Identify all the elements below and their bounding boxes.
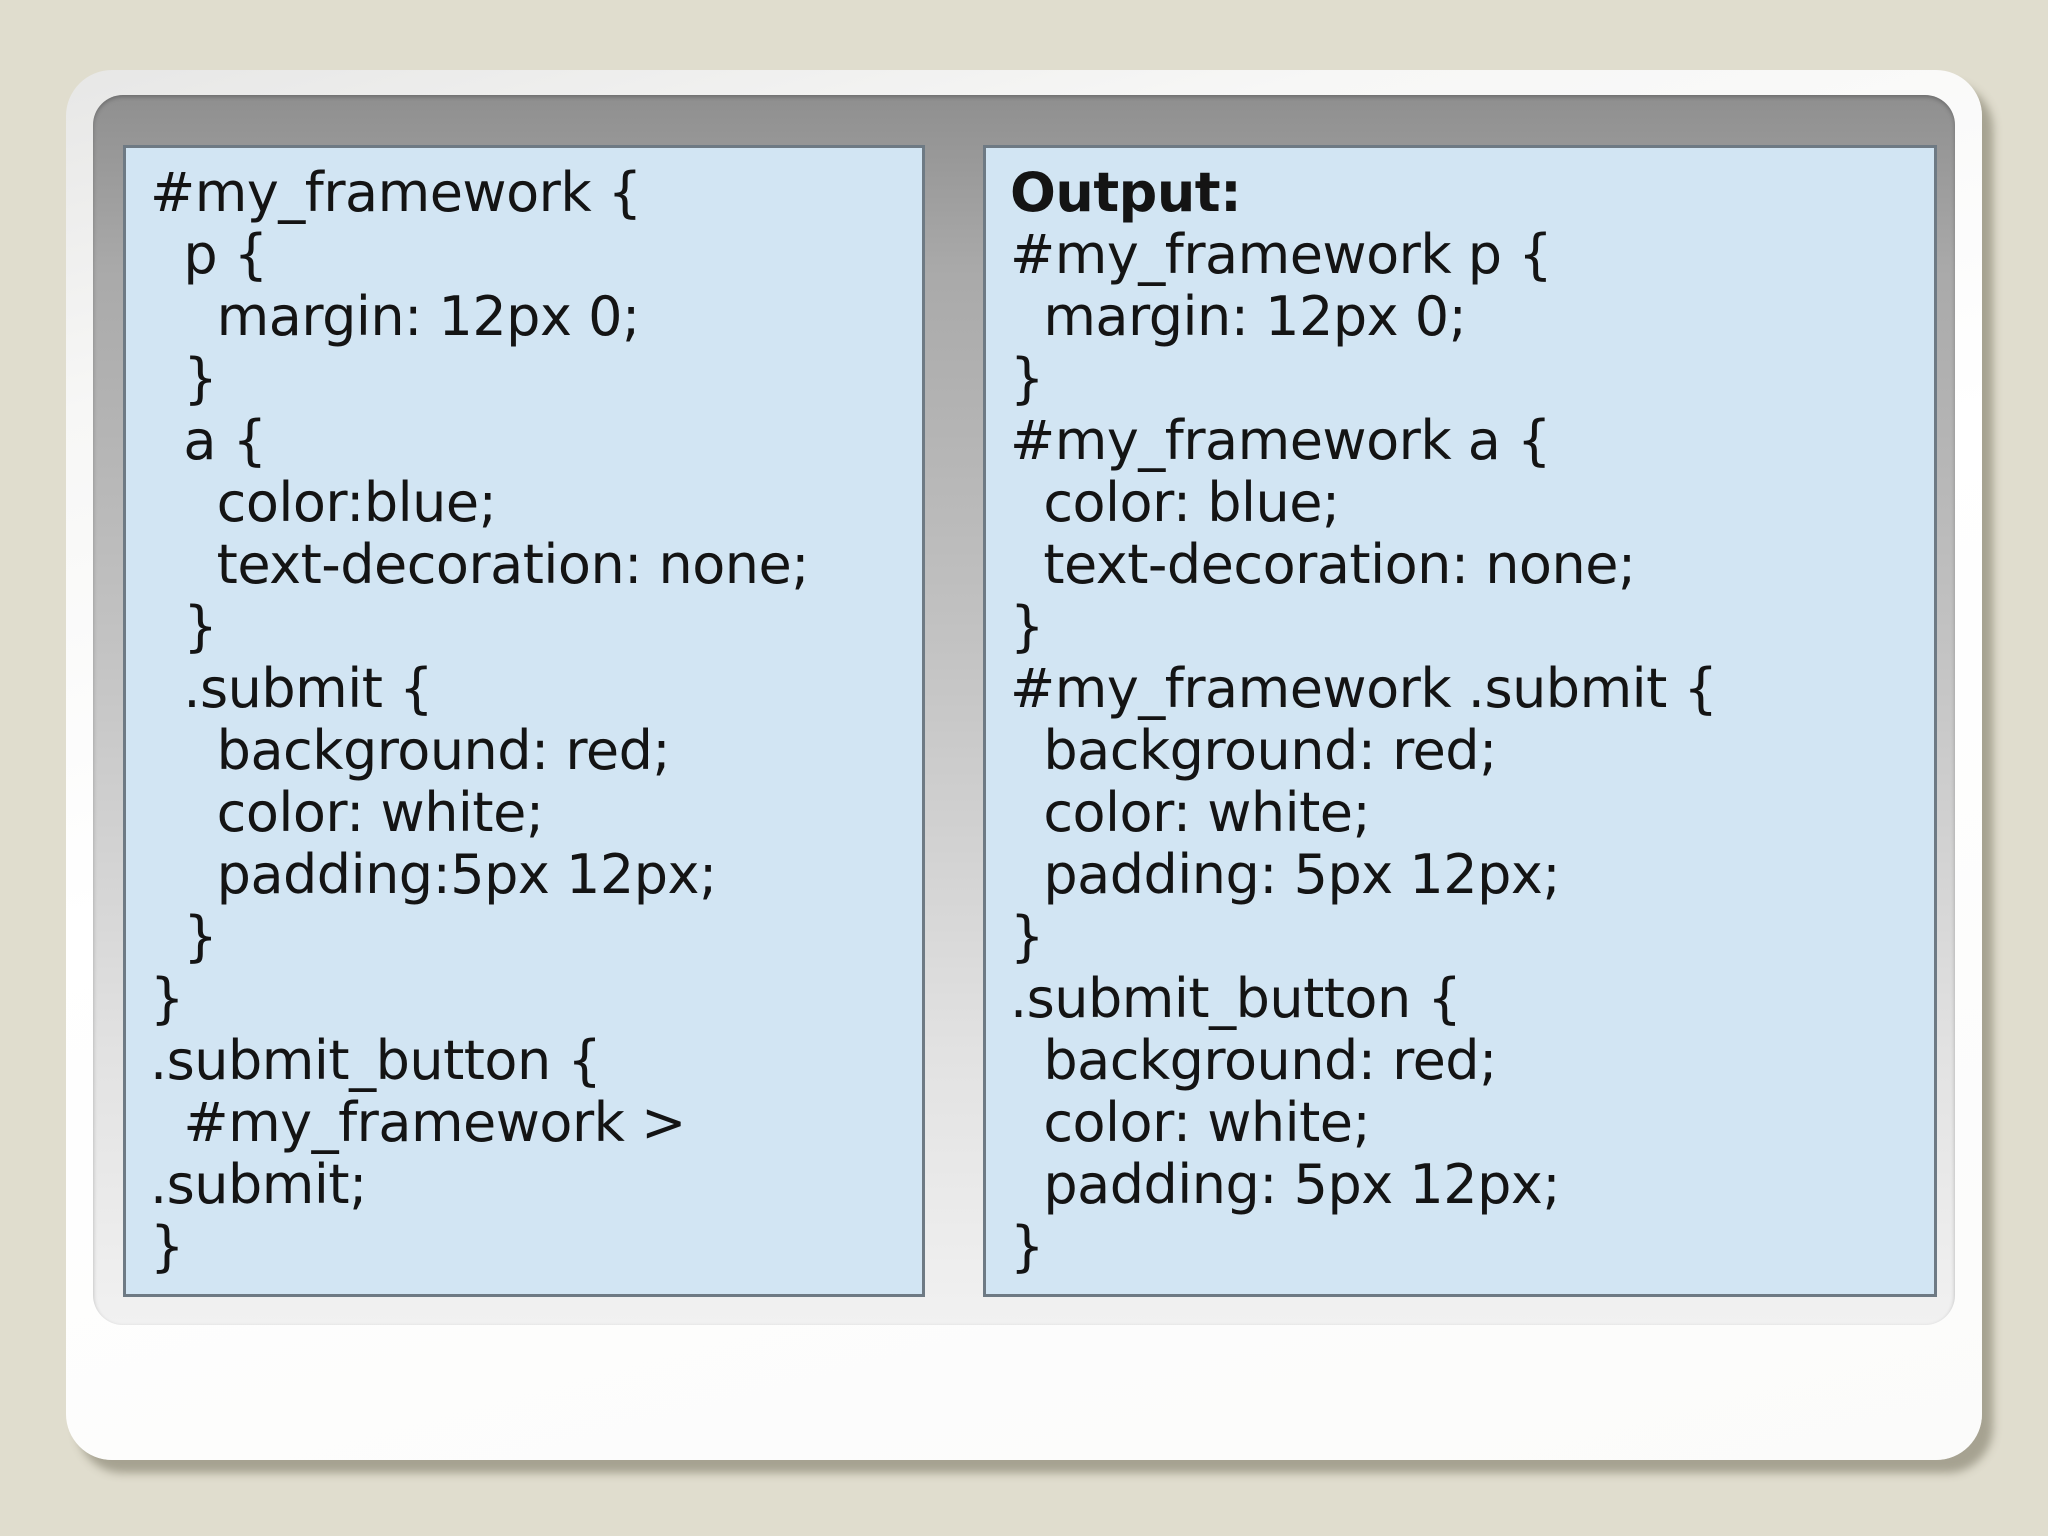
code-line: color: white; [1010,1091,1371,1154]
css-output-lines: #my_framework p { margin: 12px 0;}#my_fr… [1010,224,1934,1278]
code-line: } [1010,595,1044,658]
code-line: margin: 12px 0; [150,285,640,348]
code-line: #my_framework p { [1010,223,1553,286]
code-line: background: red; [150,719,671,782]
code-line: } [1010,1215,1044,1278]
code-line: } [150,595,218,658]
code-line: color: blue; [1010,471,1340,534]
code-frame: #my_framework { p { margin: 12px 0; } a … [93,95,1955,1325]
code-line: .submit { [150,657,433,720]
code-line: } [150,905,218,968]
code-line: .submit_button { [1010,967,1462,1030]
code-line: .submit_button { [150,1029,602,1092]
code-line: } [1010,347,1044,410]
code-line: } [1010,905,1044,968]
code-line: color:blue; [150,471,497,534]
code-line: } [150,347,218,410]
scss-source-code: #my_framework { p { margin: 12px 0; } a … [126,148,922,1278]
code-line: text-decoration: none; [1010,533,1636,596]
code-line: padding:5px 12px; [150,843,718,906]
code-line: #my_framework > [150,1091,686,1154]
output-label: Output: [1010,161,1242,224]
code-line: .submit; [150,1153,367,1216]
code-line: color: white; [150,781,544,844]
code-line: p { [150,223,268,286]
slide-card: #my_framework { p { margin: 12px 0; } a … [66,70,1982,1460]
code-line: } [150,967,184,1030]
code-line: padding: 5px 12px; [1010,843,1561,906]
code-line: #my_framework { [150,161,642,224]
scss-source-panel: #my_framework { p { margin: 12px 0; } a … [123,145,925,1297]
scss-source-lines: #my_framework { p { margin: 12px 0; } a … [150,162,922,1278]
css-output-panel: Output: #my_framework p { margin: 12px 0… [983,145,1937,1297]
css-output-code: Output: #my_framework p { margin: 12px 0… [986,148,1934,1278]
code-line: background: red; [1010,1029,1497,1092]
code-line: #my_framework a { [1010,409,1551,472]
code-line: } [150,1215,184,1278]
code-line: padding: 5px 12px; [1010,1153,1561,1216]
code-line: background: red; [1010,719,1497,782]
code-line: color: white; [1010,781,1371,844]
code-line: a { [150,409,267,472]
code-line: #my_framework .submit { [1010,657,1718,720]
code-line: text-decoration: none; [150,533,810,596]
code-line: margin: 12px 0; [1010,285,1467,348]
